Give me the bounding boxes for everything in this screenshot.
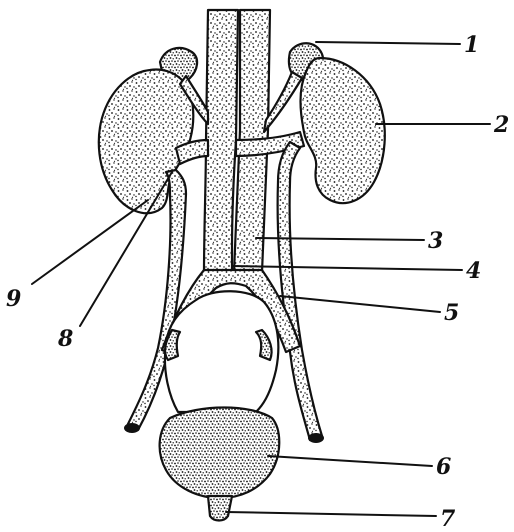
leader-7 [226, 512, 436, 516]
label-1: 1 [464, 32, 479, 58]
right-kidney [301, 58, 385, 203]
leader-1 [316, 42, 460, 44]
label-6: 6 [436, 454, 451, 480]
label-9: 9 [6, 286, 21, 312]
urinary-bladder [160, 408, 280, 499]
urethra [208, 496, 232, 521]
right-ureter [278, 142, 322, 440]
label-5: 5 [444, 300, 459, 326]
right-duct-end [308, 433, 324, 443]
label-3: 3 [428, 228, 443, 254]
leader-5 [280, 296, 440, 312]
label-4: 4 [466, 258, 481, 284]
leader-4 [232, 266, 462, 270]
dorsal-aorta [204, 10, 238, 272]
left-duct-end [124, 423, 140, 433]
leader-6 [268, 456, 432, 466]
label-8: 8 [57, 326, 73, 352]
label-7: 7 [440, 506, 456, 532]
label-2: 2 [493, 112, 509, 138]
